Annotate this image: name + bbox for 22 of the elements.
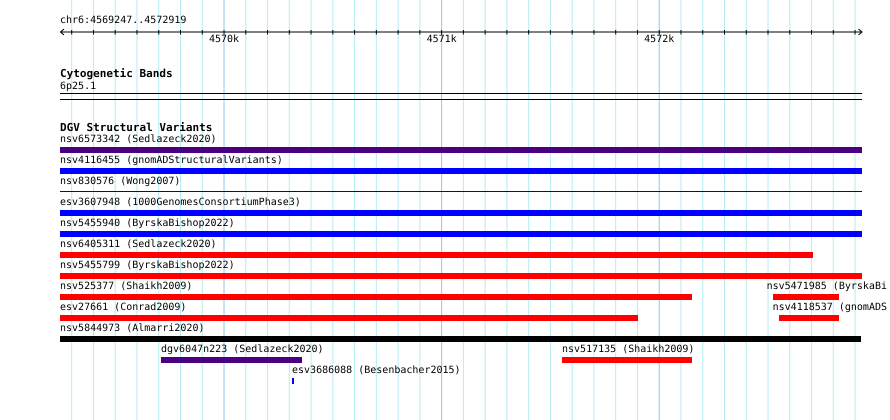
track-heading: DGV Structural Variants <box>60 121 212 134</box>
variant-label: nsv4116455 (gnomADStructuralVariants) <box>60 155 283 167</box>
variant-label: esv3607948 (1000GenomesConsortiumPhase3) <box>60 197 301 209</box>
locus-title: chr6:4569247..4572919 <box>60 15 186 27</box>
band-label: 6p25.1 <box>60 80 96 92</box>
tick-label: 4571k <box>426 34 457 46</box>
variant-label: nsv5844973 (Almarri2020) <box>60 323 204 335</box>
track-heading: Cytogenetic Bands <box>60 67 173 80</box>
variant-label: nsv5455799 (ByrskaBishop2022) <box>60 260 235 272</box>
variant-label: nsv4118537 (gnomADS <box>772 302 887 314</box>
tick-label: 4570k <box>208 34 240 46</box>
variant-label: dgv6047n223 (Sedlazeck2020) <box>161 344 324 356</box>
variant-label: nsv517135 (Shaikh2009) <box>562 344 694 356</box>
variant-label: nsv830576 (Wong2007) <box>60 176 180 188</box>
tick-label: 4572k <box>644 34 674 46</box>
variant-label: nsv5455940 (ByrskaBishop2022) <box>60 218 235 230</box>
variant-label: esv3686088 (Besenbacher2015) <box>292 365 461 377</box>
variant-label: nsv6405311 (Sedlazeck2020) <box>60 239 217 251</box>
variant-label: nsv6573342 (Sedlazeck2020) <box>60 134 217 146</box>
variant-label: nsv5471985 (ByrskaBi <box>766 281 887 293</box>
variant-label: esv27661 (Conrad2009) <box>60 302 186 314</box>
variant-label: nsv525377 (Shaikh2009) <box>60 281 192 293</box>
